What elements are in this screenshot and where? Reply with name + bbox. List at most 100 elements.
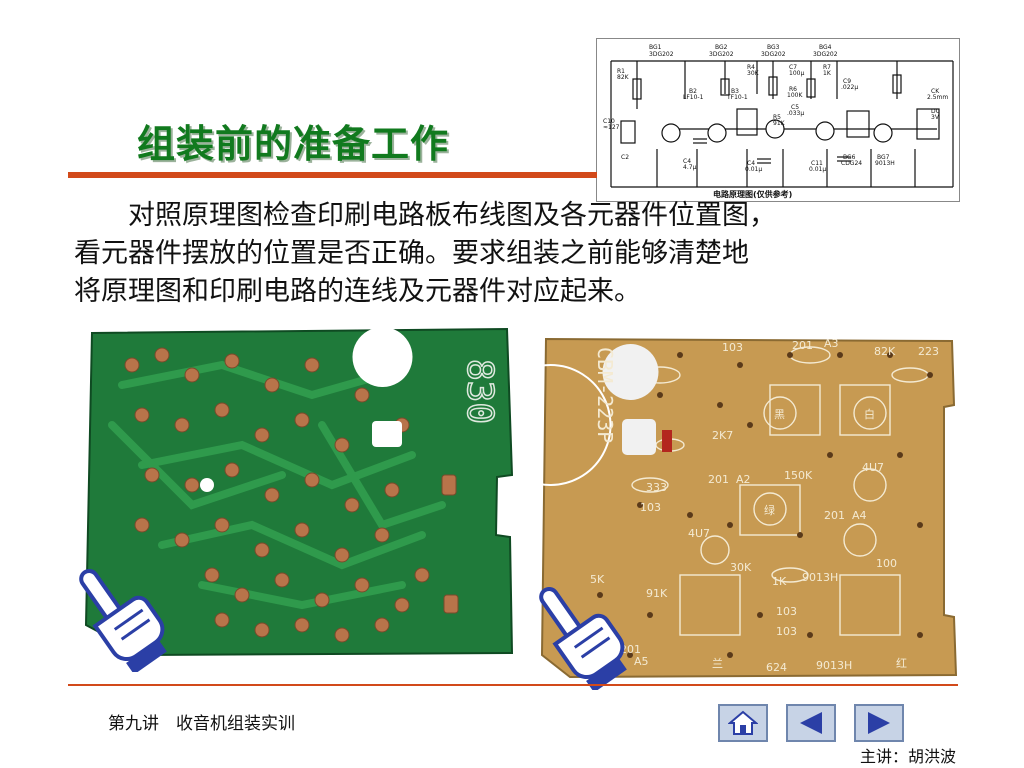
- svg-text:3V: 3V: [931, 114, 940, 121]
- pcb-label: 绿: [764, 503, 775, 517]
- pcb-label: 30K: [730, 561, 752, 574]
- svg-text:30K: 30K: [747, 70, 760, 77]
- svg-text:3DG202: 3DG202: [813, 51, 838, 58]
- next-slide-button[interactable]: [854, 704, 904, 742]
- svg-text:C5: C5: [791, 104, 799, 111]
- pcb-label: 红: [896, 657, 907, 670]
- svg-text:CK: CK: [931, 88, 940, 95]
- pcb-label: 201: [620, 643, 641, 656]
- lecture-title: 第九讲 收音机组装实训: [108, 714, 295, 734]
- pcb-label: 9013H: [816, 659, 852, 672]
- svg-text:C4: C4: [747, 160, 755, 167]
- pcb-model-label: CBM-223P: [593, 347, 617, 443]
- pcb-label: A4: [852, 509, 867, 522]
- instruction-line-3: 将原理图和印刷电路的连线及元器件对应起来。: [74, 276, 641, 307]
- svg-text:9013H: 9013H: [875, 160, 895, 167]
- pcb-label: 4U7: [688, 527, 710, 540]
- svg-text:BG2: BG2: [715, 44, 728, 51]
- svg-text:LF10-1: LF10-1: [683, 94, 704, 101]
- pcb-tan-drawing: CBM-223P 103 201 A3 82K 223 2K7 黑 白 150K…: [540, 337, 958, 679]
- title-underline: [68, 172, 597, 178]
- svg-text:B3: B3: [731, 88, 739, 95]
- svg-text:B2: B2: [689, 88, 697, 95]
- home-icon: [728, 710, 758, 735]
- pcb-label: 201: [824, 509, 845, 522]
- pcb-label: 91K: [646, 587, 668, 600]
- svg-text:DC: DC: [931, 108, 940, 115]
- pcb-label: 2K7: [712, 429, 733, 442]
- pcb-label: 103: [722, 341, 743, 354]
- svg-text:BG6: BG6: [843, 154, 856, 161]
- svg-text:C10: C10: [603, 118, 615, 125]
- pointing-hand-icon: [539, 586, 627, 690]
- pcb-label: 兰: [712, 657, 723, 670]
- pcb-component-side-photo: CBM-223P 103 201 A3 82K 223 2K7 黑 白 150K…: [540, 335, 958, 680]
- svg-text:100K: 100K: [787, 92, 803, 99]
- svg-text:R4: R4: [747, 64, 755, 71]
- pointing-hand-icon: [79, 568, 167, 672]
- svg-text:BG7: BG7: [877, 154, 890, 161]
- svg-text:82K: 82K: [617, 74, 630, 81]
- home-button[interactable]: [718, 704, 768, 742]
- pcb-label: 103: [776, 625, 797, 638]
- pcb-label: A3: [824, 337, 839, 350]
- pcb-label: 82K: [874, 345, 896, 358]
- pcb-label: 1K: [772, 575, 787, 588]
- svg-text:R7: R7: [823, 64, 831, 71]
- svg-text:100μ: 100μ: [789, 70, 804, 77]
- svg-text:91K: 91K: [773, 120, 786, 127]
- svg-text:0.01μ: 0.01μ: [745, 166, 762, 173]
- pcb-label: 333: [646, 481, 667, 494]
- triangle-left-icon: [800, 712, 822, 734]
- pcb-label: 223: [918, 345, 939, 358]
- pcb-label: A2: [736, 473, 751, 486]
- slide-title: 组装前的准备工作: [137, 122, 450, 166]
- svg-text:.033μ: .033μ: [787, 110, 804, 117]
- previous-slide-button[interactable]: [786, 704, 836, 742]
- svg-text:BG4: BG4: [819, 44, 832, 51]
- svg-text:C4: C4: [683, 158, 691, 165]
- pcb-label: 103: [640, 501, 661, 514]
- svg-text:CDG24: CDG24: [841, 160, 862, 167]
- svg-text:R5: R5: [773, 114, 781, 121]
- pcb-green-marking: 830: [459, 359, 500, 424]
- pcb-label: 5K: [590, 573, 605, 586]
- svg-text:R1: R1: [617, 68, 625, 75]
- pcb-label: 黑: [774, 408, 785, 421]
- svg-text:.022μ: .022μ: [841, 84, 858, 91]
- pcb-green-drawing: 830: [84, 327, 514, 657]
- svg-text:≈127: ≈127: [603, 124, 620, 131]
- pcb-label: 4U7: [862, 461, 884, 474]
- pcb-label: A5: [634, 655, 649, 668]
- svg-text:4.7μ: 4.7μ: [683, 164, 697, 171]
- svg-text:C7: C7: [789, 64, 797, 71]
- pcb-label: 201: [708, 473, 729, 486]
- instruction-line-1: 对照原理图检查印刷电路板布线图及各元器件位置图，: [128, 200, 776, 231]
- svg-text:2.5mm: 2.5mm: [927, 94, 948, 101]
- svg-text:3DG202: 3DG202: [709, 51, 734, 58]
- svg-text:C9: C9: [843, 78, 851, 85]
- svg-text:C11: C11: [811, 160, 823, 167]
- svg-text:3DG202: 3DG202: [761, 51, 786, 58]
- svg-text:3DG202: 3DG202: [649, 51, 674, 58]
- svg-text:0.01μ: 0.01μ: [809, 166, 826, 173]
- pcb-label: 103: [776, 605, 797, 618]
- instruction-line-2: 看元器件摆放的位置是否正确。要求组装之前能够清楚地: [74, 238, 749, 269]
- footer-divider: [68, 684, 958, 686]
- svg-text:1K: 1K: [823, 70, 832, 77]
- svg-text:R6: R6: [789, 86, 797, 93]
- pcb-label: 201: [792, 339, 813, 352]
- schematic-caption: 电路原理图(仅供参考): [713, 189, 792, 199]
- presenter-name: 主讲：胡洪波: [860, 747, 957, 766]
- pcb-label: 150K: [784, 469, 813, 482]
- svg-text:C2: C2: [621, 154, 629, 161]
- pcb-label: 624: [766, 661, 787, 674]
- pcb-label: 白: [864, 407, 875, 421]
- triangle-right-icon: [868, 712, 890, 734]
- svg-text:TF10-1: TF10-1: [726, 94, 748, 101]
- instruction-paragraph: 对照原理图检查印刷电路板布线图及各元器件位置图， 看元器件摆放的位置是否正确。要…: [74, 197, 954, 311]
- pcb-label: 100: [876, 557, 897, 570]
- pcb-solder-side-photo: 830: [82, 325, 517, 660]
